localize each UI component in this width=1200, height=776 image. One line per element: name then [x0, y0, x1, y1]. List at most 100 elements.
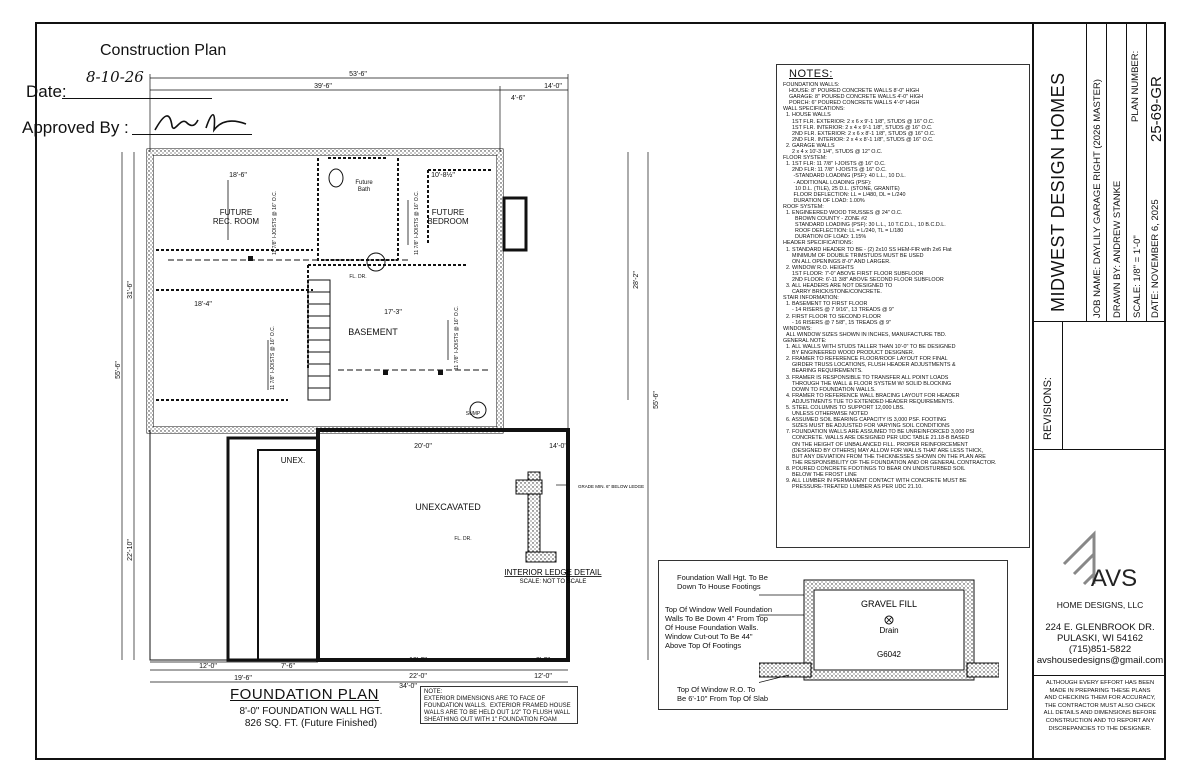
notes-line: FLOOR DEFLECTION: LL = L/480, DL = L/240 — [783, 191, 906, 198]
dim-top-right: 14'-0" — [544, 83, 562, 90]
room-bedroom-line2: BEDROOM — [427, 217, 469, 226]
notes-line: - 14 RISERS @ 7 9/16", 13 TREADS @ 9" — [783, 307, 894, 314]
dim-bed-width: 10'-8½" — [431, 171, 455, 179]
room-unex: UNEX. — [281, 456, 305, 465]
notes-line: UNLESS OTHERWISE NOTED — [783, 411, 868, 418]
tb-company-cell: MIDWEST DESIGN HOMES — [1034, 22, 1166, 322]
logo-text: AVS — [1091, 565, 1137, 592]
notes-line: BY ENGINEERED WOOD PRODUCT DESIGNER. — [783, 350, 915, 357]
notes-line: FLOOR SYSTEM: — [783, 155, 827, 162]
notes-line: MINIMUM OF DOUBLE TRIMSTUDS MUST BE USED — [783, 252, 924, 259]
notes-line: STANDARD LOADING (PSF): 30 L.L., 10 T.C.… — [783, 222, 946, 229]
dim-bottom-b: 7'-6" — [281, 663, 295, 670]
notes-line: HEADER SPECIFICATIONS: — [783, 240, 853, 247]
notes-line: 1. ENGINEERED WOOD TRUSSES @ 24" O.C. — [783, 209, 903, 216]
notes-line: 2. WINDOW R.O. HEIGHTS — [783, 264, 854, 271]
notes-line: 2ND FLOOR: 6'-11 3/8" ABOVE SECOND FLOOR… — [783, 277, 944, 283]
notes-line: 2 x 4 x 10'-3 1/4", STUDS @ 12" O.C. — [783, 149, 883, 156]
dimension-lines — [121, 74, 649, 683]
plan-subtitle-1: 8'-0" FOUNDATION WALL HGT. — [239, 706, 383, 717]
notes-line: PORCH: 6" POURED CONCRETE WALLS 4'-0" HI… — [783, 100, 920, 107]
stair — [307, 279, 331, 401]
notes-line: STAIR INFORMATION: — [783, 295, 839, 302]
dim-left-total: 55'-6" — [115, 361, 122, 379]
dim-17-3: 17'-3" — [384, 309, 402, 316]
notes-line: 1. BASEMENT TO FIRST FLOOR — [783, 301, 868, 308]
notes-line: 2. GARAGE WALLS — [783, 142, 835, 149]
joist-note-left: 11 7/8" I-JOISTS @ 16" O.C. — [270, 326, 276, 390]
stamp-title: Construction Plan — [100, 42, 227, 59]
notes-line: 1. STANDARD HEADER TO BE - (2) 2x10 SS H… — [783, 246, 952, 253]
date: DATE: NOVEMBER 6, 2025 — [1150, 199, 1161, 318]
window-well-drawing: GRAVEL FILL Drain G6042 — [759, 579, 999, 683]
dim-14-0: 14'-0" — [549, 443, 567, 450]
gravel-label: GRAVEL FILL — [861, 599, 917, 609]
notes-line: 1ST FLOOR: 7'-0" ABOVE FIRST FLOOR SUBFL… — [783, 270, 924, 277]
notes-line: GENERAL NOTE: — [783, 337, 827, 344]
dim-top-total: 53'-6" — [349, 71, 367, 78]
notes-line: WALL SPECIFICATIONS: — [783, 106, 845, 113]
stamp-date-label: Date: — [26, 82, 67, 101]
notes-line: ON THE HEIGHT OF UNBALANCED FILL. PROPER… — [783, 441, 968, 448]
stamp-date-line — [62, 98, 212, 99]
dim-right-mid: 28'-2" — [633, 271, 640, 289]
window-note-3: Top Of Window R.O. To Be 6'-10" From Top… — [677, 685, 769, 703]
sump-fixture — [469, 401, 487, 419]
notes-line: BELOW THE FROST LINE — [783, 472, 857, 478]
dim-right-total: 55'-6" — [653, 391, 660, 409]
notes-line: 1. 1ST FLR: 11 7/8" I-JOISTS @ 16" O.C. — [783, 161, 886, 168]
detail-scale: SCALE: NOT TO SCALE — [520, 579, 587, 585]
room-sump: SUMP — [466, 411, 481, 417]
dim-bottom-a: 12'-0" — [199, 663, 217, 670]
dim-left-upper: 31'-6" — [127, 281, 134, 299]
address-line-2: PULASKI, WI 54162 — [1056, 633, 1144, 644]
joist-note-mid: 11 7/8" I-JOISTS @ 16" O.C. — [454, 306, 460, 370]
window-well-detail: Foundation Wall Hgt. To Be Down To House… — [658, 560, 1008, 710]
revisions-cell: REVISIONS: — [1034, 322, 1166, 450]
notes-line: THE RESPONSIBILITY OF THE FOUNDATION AND… — [783, 459, 997, 466]
notes-line: 10 D.L. (TILE), 25 D.L. (STONE, GRANITE) — [783, 185, 900, 192]
notes-line: GIRDER TRUSS LOCATIONS, FLUSH HEADER ADJ… — [783, 362, 956, 369]
general-notes: NOTES: FOUNDATION WALLS: HOUSE: 8" POURE… — [776, 64, 1030, 548]
notes-line: 2. FIRST FLOOR TO SECOND FLOOR — [783, 313, 881, 320]
address-line-1: 224 E. GLENBROOK DR. — [1045, 622, 1155, 633]
notes-line: ROOF SYSTEM: — [783, 203, 824, 210]
sheet-border — [35, 22, 1166, 760]
notes-line: 1ST FLR. EXTERIOR: 2 x 6 x 9'-1 1/8", ST… — [783, 118, 935, 125]
dim-top-small: 4'-6" — [511, 95, 525, 102]
notes-line: PRESSURE-TREATED LUMBER AS PER UDC 21.10… — [783, 484, 923, 491]
stamp-date-value: 8-10-26 — [86, 68, 144, 86]
notes-line: ALL WINDOW SIZES SHOWN IN INCHES, MANUFA… — [783, 331, 947, 338]
notes-line: 5. STEEL COLUMNS TO SUPPORT 12,000 LBS. — [783, 404, 905, 411]
notes-line: HOUSE: 8" POURED CONCRETE WALLS 8'-0" HI… — [783, 88, 920, 95]
room-unexcavated: UNEXCAVATED — [415, 502, 481, 512]
notes-line: 4. FRAMER TO REFERENCE WALL BRACING LAYO… — [783, 392, 960, 399]
detail-title: INTERIOR LEDGE DETAIL — [504, 568, 602, 577]
title-block: MIDWEST DESIGN HOMES JOB NAME: DAYLILY G… — [1032, 22, 1166, 760]
window-well — [502, 196, 528, 252]
ledge-note: GRADE MIN. 6" BELOW LEDGE — [578, 484, 644, 489]
notes-line: 1. HOUSE WALLS — [783, 112, 831, 119]
ledge-detail — [515, 471, 570, 563]
dim-18-4: 18'-4" — [194, 301, 212, 308]
email-link[interactable]: avshousedesigns@gmail.com — [1036, 655, 1164, 666]
scale: SCALE: 1/8" = 1'-0" — [1132, 235, 1143, 318]
notes-line: CONCRETE. WALLS ARE DESIGNED PER UDC TAB… — [783, 435, 970, 442]
foundation-plan-drawing: 53'-6" 39'-6" 14'-0" 4'-6" 18'-6" 10'-8½… — [115, 71, 660, 690]
avs-logo: AVS — [1062, 530, 1137, 592]
room-basement: BASEMENT — [348, 327, 398, 337]
notes-line: FOUNDATION WALLS: — [783, 82, 840, 88]
room-bedroom-line1: FUTURE — [432, 208, 464, 217]
dim-rec-width: 18'-6" — [229, 172, 247, 179]
notes-line: 8. POURED CONCRETE FOOTINGS TO BEAR ON U… — [783, 465, 966, 472]
notes-line: ADJUSTMENTS TUE TO EXTENDED HEADER REQUI… — [783, 398, 955, 405]
room-fl-dr-upper: FL. DR. — [349, 274, 366, 280]
notes-line: WINDOWS: — [783, 325, 812, 332]
revisions-label: REVISIONS: — [1042, 377, 1054, 440]
notes-line: 2ND FLR. INTERIOR: 2 x 4 x 8'-1 1/8", ST… — [783, 136, 934, 143]
notes-line: ON ALL OPENINGS 8'-0" AND LARGER. — [783, 258, 891, 265]
designer-cell: AVS HOME DESIGNS, LLC 224 E. GLENBROOK D… — [1034, 450, 1166, 676]
notes-line: 2. FRAMER TO REFERENCE FLOOR/ROOF LAYOUT… — [783, 356, 948, 363]
notes-line: 1ST FLR. INTERIOR: 2 x 4 x 9'-1 1/8", ST… — [783, 124, 933, 131]
